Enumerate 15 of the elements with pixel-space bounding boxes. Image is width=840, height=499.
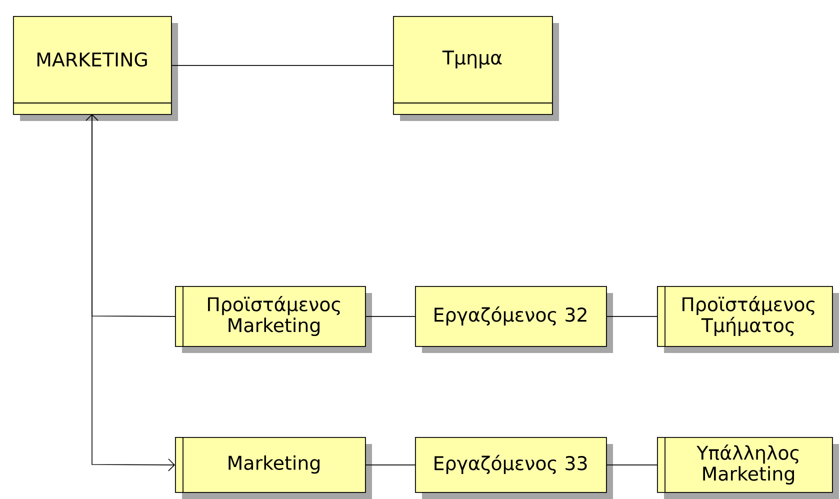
entity-box: Τμημα	[392, 16, 559, 121]
connector-line	[172, 65, 394, 66]
connector-line	[606, 316, 658, 317]
entity-box: Προϊστάμενος Τμήματος	[657, 286, 839, 353]
entity-box: Εργαζόμενος 32	[415, 286, 613, 353]
entity-box: Προϊστάμενος Marketing	[175, 286, 372, 353]
connector-line	[366, 316, 416, 317]
connector-line	[366, 464, 416, 466]
entity-box: MARKETING	[12, 16, 178, 121]
connector-line	[92, 114, 175, 472]
entity-box: Εργαζόμενος 33	[415, 437, 613, 499]
entity-box: Marketing	[175, 436, 372, 499]
connector-line	[606, 464, 658, 466]
entity-box: Υπάλληλος Marketing	[657, 436, 839, 499]
connector-line	[86, 114, 176, 317]
